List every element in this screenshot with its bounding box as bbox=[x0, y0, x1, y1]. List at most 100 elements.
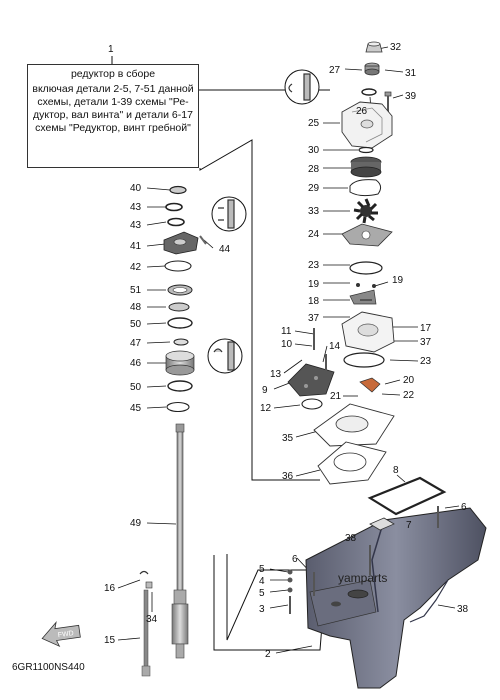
part-4-washer bbox=[287, 577, 293, 583]
callout-32: 32 bbox=[390, 42, 402, 53]
callout-10: 10 bbox=[281, 339, 293, 350]
callout-3: 3 bbox=[259, 604, 265, 615]
callout-50: 50 bbox=[130, 319, 142, 330]
callout-16: 16 bbox=[104, 583, 116, 594]
callout-9: 9 bbox=[262, 385, 268, 396]
callout-45: 45 bbox=[130, 403, 142, 414]
shaft-parts bbox=[139, 185, 207, 677]
callout-39: 39 bbox=[405, 91, 417, 102]
part-46-bearing bbox=[165, 350, 195, 376]
callout-25: 25 bbox=[308, 118, 320, 129]
callout-4: 4 bbox=[259, 576, 265, 587]
callout-23: 23 bbox=[308, 260, 320, 271]
part-50-shim bbox=[167, 317, 193, 329]
part-18-spacer bbox=[349, 289, 377, 305]
callout-43-2: 43 bbox=[130, 220, 142, 231]
callout-20: 20 bbox=[403, 375, 415, 386]
part-50-shim-2 bbox=[167, 380, 193, 392]
callout-35: 35 bbox=[282, 433, 294, 444]
part-45-o-ring bbox=[166, 401, 190, 413]
callout-34: 34 bbox=[146, 614, 158, 625]
callout-33: 33 bbox=[308, 206, 320, 217]
fwd-arrow-icon: FWD bbox=[41, 621, 81, 647]
callout-19-2: 19 bbox=[392, 275, 404, 286]
fwd-label: FWD bbox=[57, 630, 74, 639]
watermark: yamparts bbox=[338, 571, 388, 585]
part-12-o-ring bbox=[301, 398, 323, 410]
callout-1: 1 bbox=[108, 44, 114, 55]
callout-28: 28 bbox=[308, 164, 320, 175]
part-26-o-ring bbox=[361, 88, 377, 96]
assembly-description: включая детали 2-5, 7-51 данной схемы, д… bbox=[32, 83, 194, 134]
callout-41: 41 bbox=[130, 241, 142, 252]
callout-6-2: 6 bbox=[292, 554, 298, 565]
callout-22: 22 bbox=[403, 390, 415, 401]
part-39-bolt bbox=[384, 91, 392, 97]
part-29-gasket bbox=[349, 179, 382, 197]
part-2-gear-case bbox=[305, 507, 487, 689]
callout-5-2: 5 bbox=[259, 588, 265, 599]
part-30-seal bbox=[358, 146, 374, 154]
part-43-o-ring bbox=[165, 202, 183, 212]
callout-14: 14 bbox=[329, 341, 341, 352]
callout-7: 7 bbox=[406, 520, 412, 531]
callout-29: 29 bbox=[308, 183, 320, 194]
callout-23-2: 23 bbox=[420, 356, 432, 367]
callout-46: 46 bbox=[130, 358, 142, 369]
callout-11: 11 bbox=[281, 326, 292, 337]
callout-48: 48 bbox=[130, 302, 142, 313]
callout-36: 36 bbox=[282, 471, 294, 482]
callout-40: 40 bbox=[130, 183, 142, 194]
callout-38: 38 bbox=[345, 533, 357, 544]
callout-8: 8 bbox=[393, 465, 399, 476]
callout-38-2: 38 bbox=[457, 604, 469, 615]
callout-50-2: 50 bbox=[130, 382, 142, 393]
callout-30: 30 bbox=[308, 145, 320, 156]
part-47-sleeve bbox=[173, 338, 189, 346]
part-23-o-ring-lower bbox=[343, 352, 385, 368]
part-48-shim bbox=[168, 302, 190, 312]
callout-42: 42 bbox=[130, 262, 142, 273]
callout-18: 18 bbox=[308, 296, 320, 307]
part-33-impeller bbox=[353, 198, 378, 224]
callout-12: 12 bbox=[260, 403, 272, 414]
callout-44: 44 bbox=[219, 244, 231, 255]
part-8-gasket bbox=[367, 476, 447, 516]
callout-24: 24 bbox=[308, 229, 320, 240]
callout-43: 43 bbox=[130, 202, 142, 213]
diagram-code: 6GR1100NS440 bbox=[12, 662, 85, 673]
part-34-grommet bbox=[145, 581, 153, 589]
part-5-washer-2 bbox=[287, 587, 293, 593]
part-16-clip bbox=[139, 570, 149, 575]
callout-47: 47 bbox=[130, 338, 142, 349]
assembly-title: редуктор в сборе bbox=[70, 68, 156, 80]
callout-17: 17 bbox=[420, 323, 432, 334]
callout-21: 21 bbox=[330, 391, 342, 402]
callout-6: 6 bbox=[461, 502, 467, 513]
callout-19: 19 bbox=[308, 279, 320, 290]
callout-31: 31 bbox=[405, 68, 417, 79]
part-21-clamp bbox=[359, 377, 381, 393]
detail-insets bbox=[207, 69, 320, 374]
callout-37: 37 bbox=[308, 313, 320, 324]
part-43-o-ring-2 bbox=[167, 217, 185, 227]
part-5-washer bbox=[287, 569, 293, 575]
callout-2: 2 bbox=[265, 649, 271, 660]
callout-37-2: 37 bbox=[420, 337, 432, 348]
callout-5: 5 bbox=[259, 564, 265, 575]
callout-15: 15 bbox=[104, 635, 116, 646]
callout-13: 13 bbox=[270, 369, 282, 380]
callout-27: 27 bbox=[329, 65, 341, 76]
part-9-cover bbox=[287, 363, 335, 397]
lower-unit-housing bbox=[287, 476, 487, 689]
part-7-plate bbox=[369, 517, 395, 531]
part-23-o-ring-upper bbox=[349, 261, 383, 275]
assembly-description-box: редуктор в сборе включая детали 2-5, 7-5… bbox=[27, 64, 199, 168]
callout-51: 51 bbox=[130, 285, 142, 296]
callout-49: 49 bbox=[130, 518, 142, 529]
part-15-shift-rod bbox=[141, 589, 151, 677]
part-49-drive-shaft bbox=[171, 423, 189, 659]
callout-26: 26 bbox=[356, 106, 368, 117]
